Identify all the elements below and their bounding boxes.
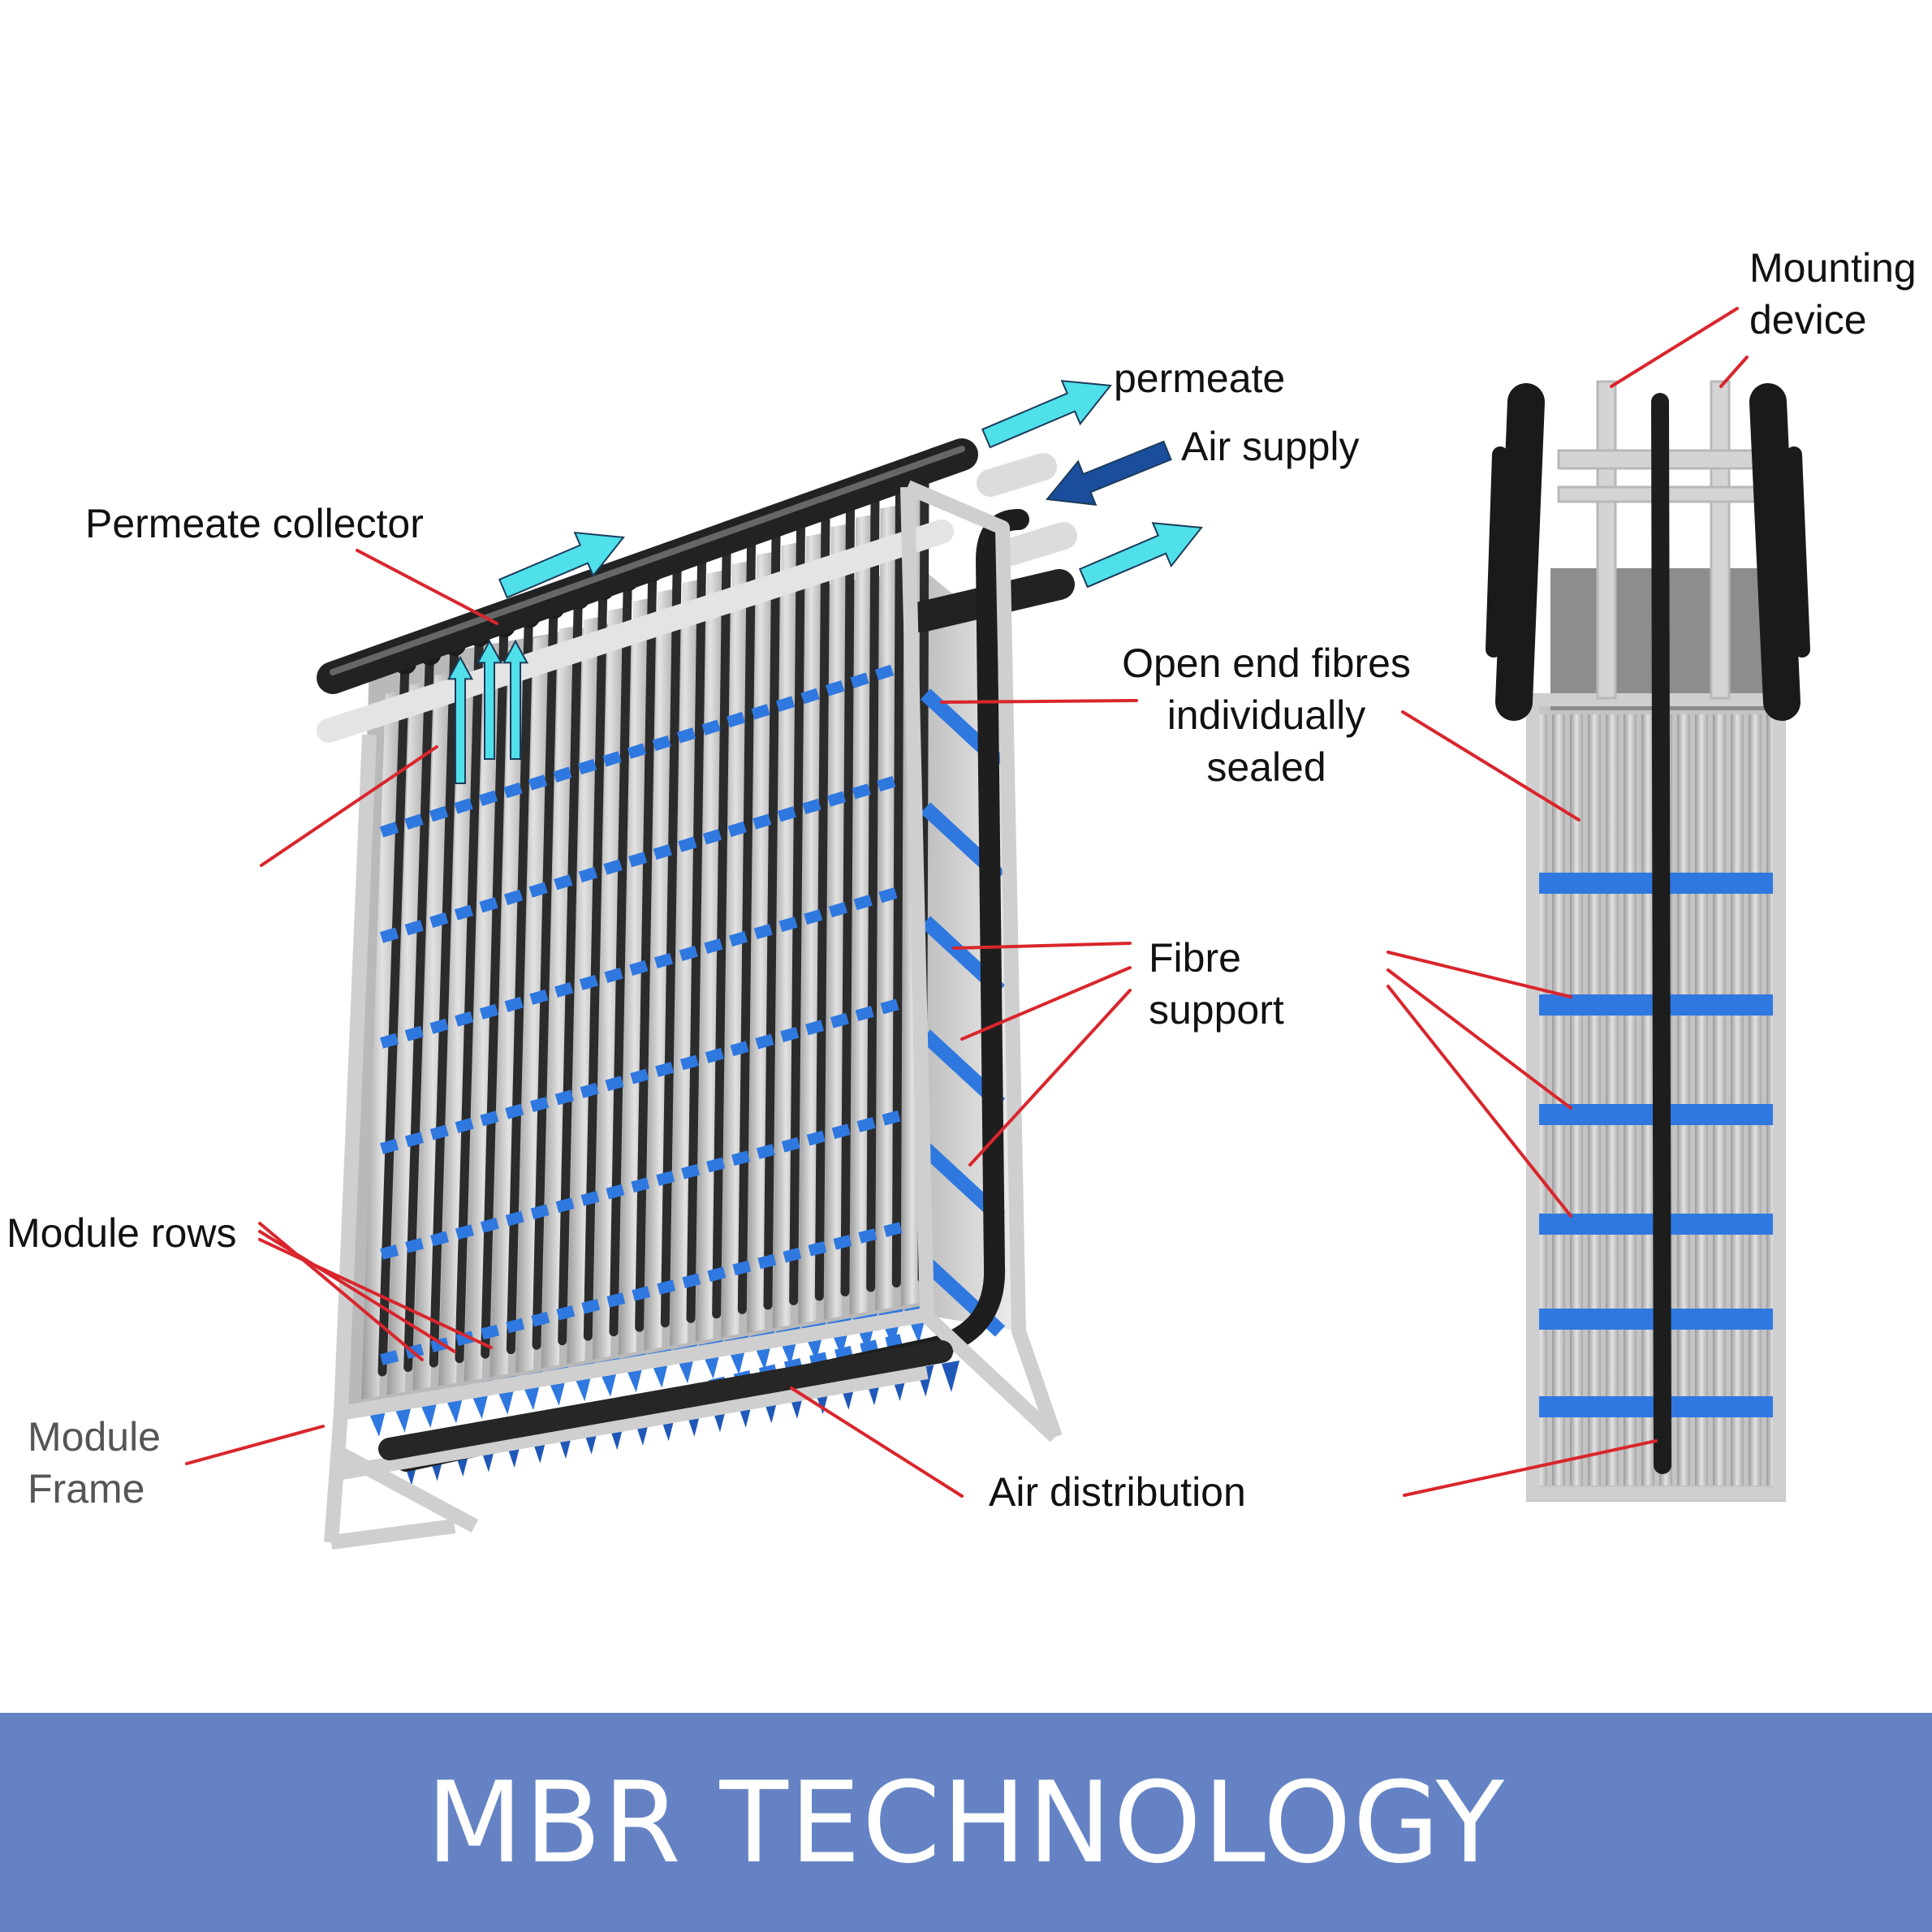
right-fibre-strand	[1695, 714, 1708, 1486]
banner-title: MBR TECHNOLOGY	[426, 1757, 1506, 1888]
right-permeate-header-left	[1514, 402, 1526, 702]
left-module-drawing	[329, 449, 1063, 1542]
fibre-dropper-pipe	[845, 496, 851, 1292]
leader-mounting-device-1	[1611, 308, 1737, 386]
right-fibre-strand	[1588, 714, 1601, 1486]
label-air-supply: Air supply	[1181, 420, 1360, 472]
leader-module-frame	[187, 1426, 323, 1464]
leader-mounting-device-2	[1721, 357, 1747, 386]
right-air-riser	[1660, 402, 1662, 1465]
permeate-flow-arrow	[1080, 523, 1201, 587]
label-open-end-fibres-line3: sealed	[1104, 741, 1429, 793]
right-fibre-strand	[1606, 714, 1619, 1486]
right-fibre-strand	[1749, 714, 1762, 1486]
label-module-frame-line1: Module	[28, 1411, 161, 1463]
label-mounting-device-line1: Mounting	[1749, 242, 1917, 294]
right-module-drawing	[1494, 382, 1802, 1502]
air-supply-arrow	[1047, 442, 1171, 505]
label-fibre-support-line1: Fibre	[1149, 932, 1241, 984]
right-fibre-strand	[1677, 714, 1690, 1486]
label-module-frame-line2: Frame	[28, 1463, 144, 1515]
diagram-stage	[0, 0, 1932, 1713]
label-open-end-fibres-line1: Open end fibres	[1104, 637, 1429, 689]
label-permeate: permeate	[1114, 352, 1285, 404]
right-fibre-strand	[1570, 714, 1583, 1486]
fibre-dropper-pipe	[871, 487, 875, 1287]
right-fibre-strand	[1624, 714, 1637, 1486]
label-fibre-support-line2: support	[1149, 984, 1284, 1036]
label-mounting-device-line2: device	[1749, 294, 1867, 346]
fibre-dropper-pipe	[896, 477, 899, 1283]
label-permeate-collector: Permeate collector	[85, 498, 424, 550]
right-permeate-header-right	[1768, 402, 1782, 702]
fibre-dropper-pipe	[819, 506, 826, 1296]
label-open-end-fibres-line2: individually	[1104, 689, 1429, 741]
right-fibre-strand	[1713, 714, 1726, 1486]
right-fibre-strand	[1731, 714, 1744, 1486]
title-banner: MBR TECHNOLOGY	[0, 1713, 1932, 1932]
mbr-module-illustration	[0, 0, 1932, 1713]
air-nozzle	[942, 1361, 960, 1392]
leader-air-distribution	[791, 1388, 962, 1496]
permeate-flow-arrow	[982, 381, 1110, 447]
label-air-distribution: Air distribution	[989, 1466, 1246, 1518]
label-module-rows: Module rows	[6, 1207, 236, 1259]
leader-permeate-collector	[357, 550, 497, 623]
